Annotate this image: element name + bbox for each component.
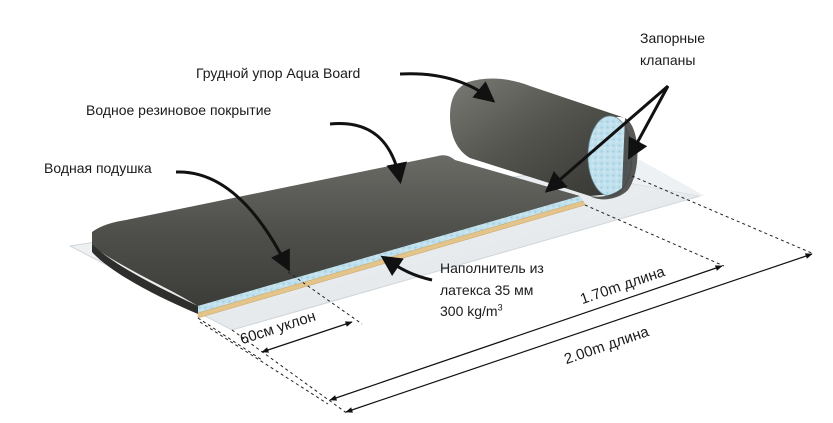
arrow-rubber-cover: [329, 122, 407, 185]
label-filler-density: 300 kg/m: [440, 303, 498, 319]
label-water-cushion: Водная подушка: [44, 160, 152, 176]
chest-support-roll: [450, 78, 625, 196]
arrow-valve-1: [544, 84, 669, 193]
label-valves-line1: Запорные: [640, 30, 705, 46]
callout-arrows: [175, 72, 670, 282]
rubber-cover: [92, 155, 580, 306]
label-filler: Наполнитель из латекса 35 мм 300 kg/m3: [440, 260, 544, 321]
label-rubber-cover: Водное резиновое покрытие: [86, 102, 272, 118]
cover-front-lip: [92, 244, 198, 314]
arrow-chest-support: [399, 72, 496, 103]
label-filler-line1: Наполнитель из: [440, 260, 544, 276]
label-chest-support: Грудной упор Aqua Board: [196, 65, 361, 81]
dim-line-200: [345, 253, 813, 413]
roll-cover-wrap: [590, 118, 638, 200]
label-filler-line2: латекса 35 мм: [440, 281, 534, 298]
label-valves-line2: клапаны: [640, 51, 696, 68]
arrow-water-cushion: [175, 170, 290, 272]
arrow-filler: [380, 255, 433, 282]
arrow-valve-2: [627, 85, 670, 160]
label-valves: Запорные клапаны: [640, 30, 705, 69]
label-filler-density-exponent: 3: [497, 302, 503, 313]
label-filler-line3: 300 kg/m3: [440, 303, 544, 321]
